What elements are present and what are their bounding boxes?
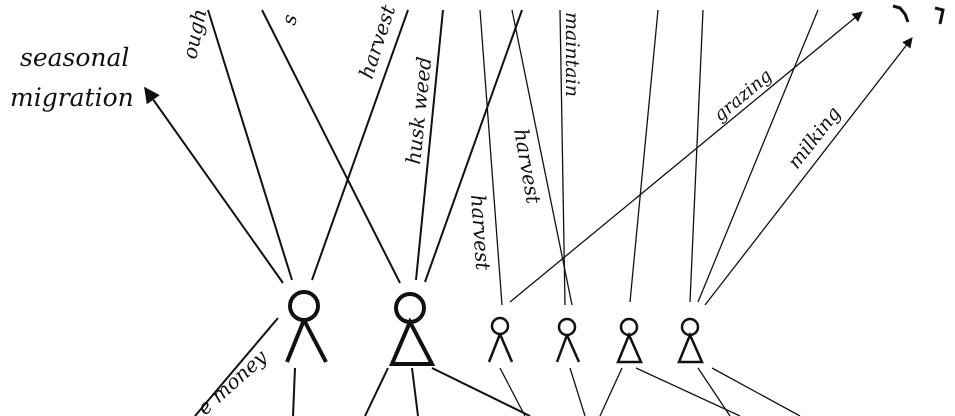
label-husk-weed: husk weed <box>401 55 436 165</box>
label-harvest-1: harvest <box>354 1 401 81</box>
top-right-fragment <box>892 4 945 25</box>
arrow-milking <box>704 37 913 306</box>
line-child-4-up <box>689 9 704 303</box>
label-maintain: maintain <box>561 12 583 97</box>
label-harvest-2: harvest <box>509 127 546 207</box>
label-money-fragment: e money <box>192 344 272 416</box>
figure-small-male-1 <box>487 316 514 363</box>
label-milking: milking <box>784 103 846 173</box>
label-harvest-3: harvest <box>466 194 495 272</box>
links-children <box>479 9 913 416</box>
line-child-4-down-b <box>711 367 801 416</box>
line-down-1 <box>292 367 296 416</box>
links-person-2 <box>261 9 531 416</box>
line-down-2b <box>411 367 419 416</box>
line-harvest-child <box>511 9 573 306</box>
line-harvest-2 <box>424 9 523 283</box>
line-down-2c <box>431 367 531 416</box>
line-harvest-1 <box>311 9 409 281</box>
arrow-grazing <box>509 11 863 303</box>
line-child-1-down <box>499 367 526 416</box>
line-child-3-down-b <box>635 367 741 416</box>
line-child-2-down <box>569 367 586 416</box>
line-down-2a <box>364 367 389 416</box>
links-person-1 <box>144 9 409 416</box>
line-child-3-down <box>599 367 623 416</box>
line-maintain <box>559 9 566 306</box>
figure-large-male <box>285 290 328 363</box>
line-money <box>194 317 279 416</box>
line-harvest-3 <box>479 9 503 306</box>
label-migration: migration <box>10 83 134 112</box>
figure-small-male-2 <box>555 317 581 363</box>
figure-small-female-1 <box>616 317 643 364</box>
line-child-4-down <box>697 367 731 416</box>
label-grazing: grazing <box>710 65 777 126</box>
label-s-fragment: s <box>276 12 302 27</box>
label-plough-fragment: ough <box>177 7 211 61</box>
figure-large-female <box>388 292 436 366</box>
arrow-seasonal-migration <box>144 86 284 284</box>
figure-small-female-2 <box>677 317 704 364</box>
line-husk-weed <box>415 9 444 281</box>
line-child-4-diag <box>697 9 819 303</box>
line-plough <box>207 9 293 281</box>
label-seasonal: seasonal <box>20 43 129 72</box>
line-child-3-up <box>629 9 659 303</box>
line-to-s <box>261 9 401 284</box>
